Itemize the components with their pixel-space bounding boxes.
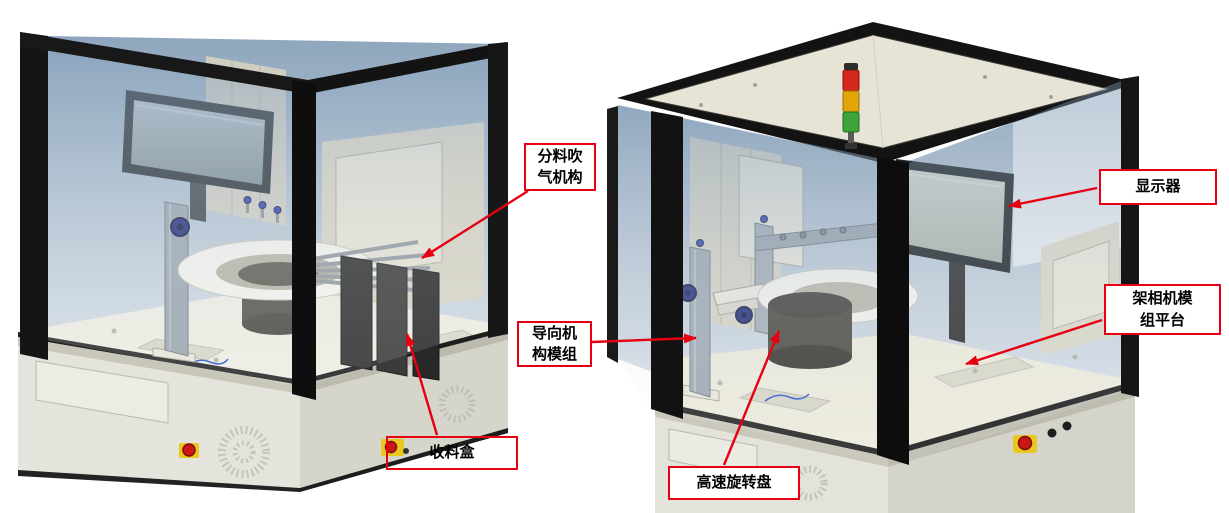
- label-line: 显示器: [1135, 177, 1181, 196]
- label-line: 收料盒: [429, 443, 475, 462]
- label-rotary-disk: 高速旋转盘: [668, 466, 800, 500]
- right-machine-illustration: [607, 22, 1139, 513]
- emergency-stop-buttons: [1013, 421, 1072, 453]
- label-monitor: 显示器: [1099, 169, 1217, 205]
- label-collection-box: 收料盒: [386, 436, 518, 470]
- left-machine-view: [10, 30, 515, 492]
- label-line: 架相机模: [1132, 289, 1193, 308]
- label-blow-mechanism: 分料吹 气机构: [524, 143, 596, 191]
- enclosure-frame: [20, 32, 508, 400]
- label-camera-platform: 架相机模 组平台: [1104, 284, 1221, 335]
- speaker-grille: [218, 385, 476, 478]
- speaker-grille: [792, 465, 828, 501]
- glass-panels: [46, 38, 490, 386]
- cabinet: [18, 340, 508, 492]
- label-line: 分料吹: [537, 146, 583, 165]
- label-line: 高速旋转盘: [696, 473, 772, 492]
- right-machine-view: [605, 5, 1140, 513]
- stack-light: [842, 63, 860, 149]
- label-line: 导向机: [531, 323, 577, 342]
- label-line: 构模组: [531, 345, 577, 363]
- label-line: 组平台: [1139, 310, 1185, 329]
- label-line: 气机构: [537, 168, 583, 186]
- label-guide-module: 导向机 构模组: [517, 321, 592, 367]
- left-machine-illustration: [18, 32, 508, 492]
